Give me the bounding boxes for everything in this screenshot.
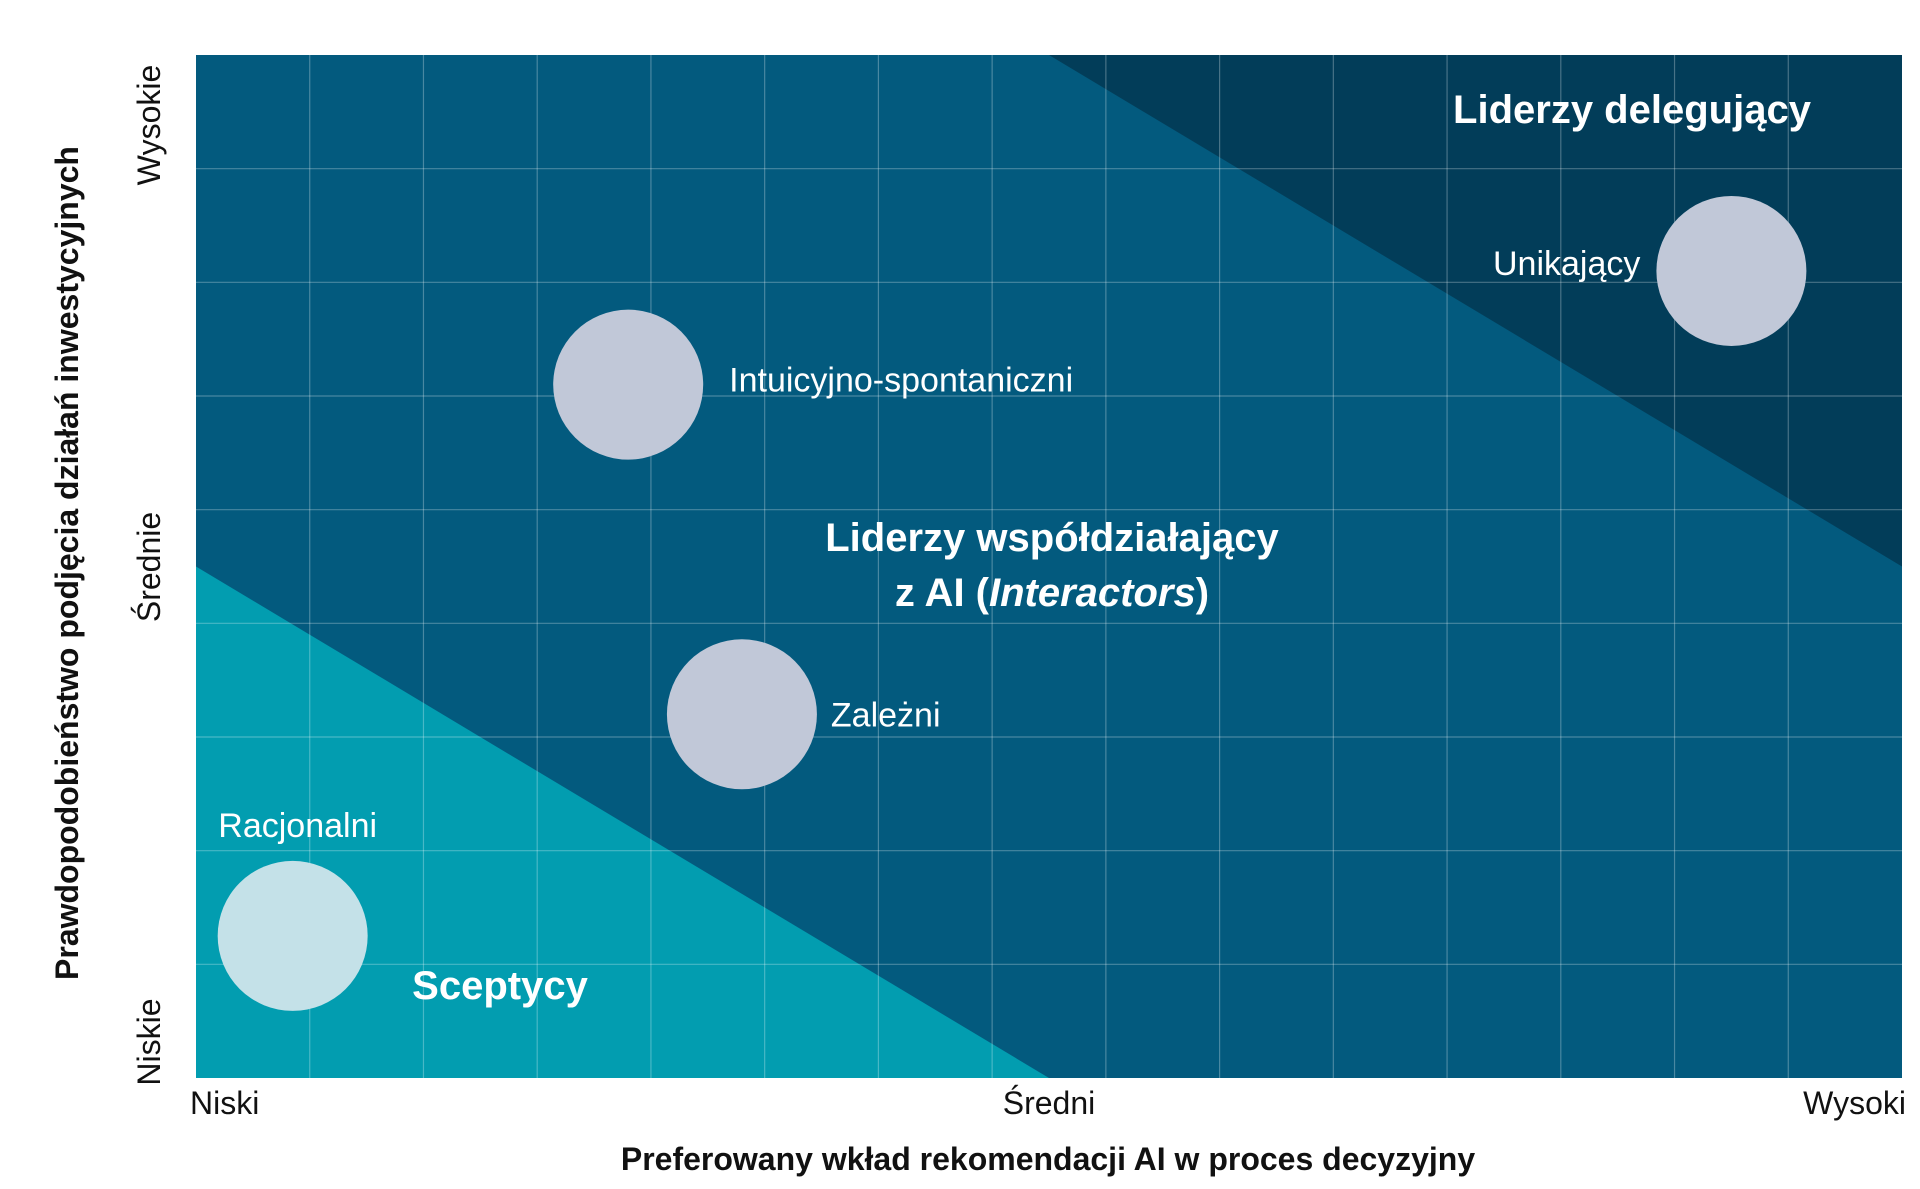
labels-layer: Racjonalni Zależni Intuicyjno-spontaniczni… (131, 65, 1906, 1121)
x-tick-label: Niski (190, 1085, 259, 1121)
region-label-interactors-line1: Liderzy współdziałający (825, 516, 1279, 560)
bubble-racjonalni (217, 860, 368, 1011)
x-tick-label: Średni (1003, 1085, 1096, 1121)
x-axis-title: Preferowany wkład rekomendacji AI w proc… (621, 1141, 1475, 1177)
bubbles-layer (217, 195, 1807, 1011)
grid-layer (196, 55, 1902, 1078)
interactors-suffix: ) (1196, 571, 1209, 615)
region-sceptycy (196, 566, 1049, 1078)
bubble-label: Unikający (1493, 245, 1640, 283)
interactors-italic: Interactors (989, 571, 1196, 615)
region-label-sceptycy: Sceptycy (412, 964, 588, 1008)
bubble-unikający (1656, 195, 1807, 346)
bubble-zależni (666, 639, 817, 790)
region-label-interactors-line2: z AI (Interactors) (895, 571, 1209, 615)
y-tick-label: Wysokie (131, 65, 167, 186)
region-delegujacy (1049, 55, 1902, 567)
bubble-label: Intuicyjno-spontaniczni (729, 362, 1073, 400)
y-tick-label: Niskie (131, 998, 167, 1085)
regions-layer (196, 55, 1902, 1078)
region-label-delegujacy: Liderzy delegujący (1453, 88, 1812, 132)
bubble-intuicyjno-spontaniczni (553, 309, 704, 460)
bubble-label: Zależni (831, 696, 941, 734)
y-tick-label: Średnie (131, 512, 167, 622)
y-axis-title: Prawdopodobieństwo podjęcia działań inwe… (49, 146, 85, 980)
x-tick-label: Wysoki (1803, 1085, 1906, 1121)
bubble-label: Racjonalni (218, 807, 377, 845)
interactors-prefix: z AI ( (895, 571, 990, 615)
